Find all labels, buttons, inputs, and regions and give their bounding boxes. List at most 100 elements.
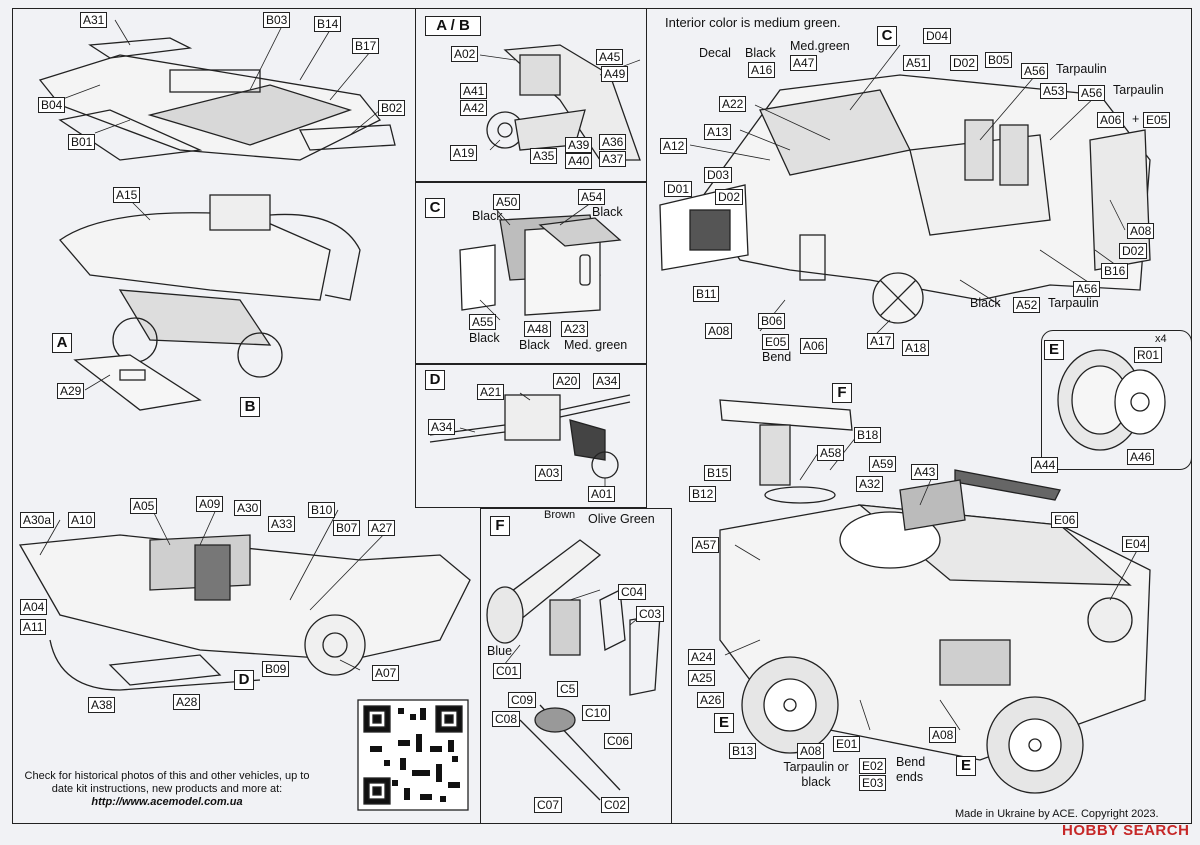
panel-ab-header: A / B	[425, 16, 481, 36]
callout-a45: A45	[596, 49, 624, 65]
callout-e01: E01	[833, 736, 861, 752]
callout-b16: B16	[1101, 263, 1129, 279]
callout-d04: D04	[923, 28, 952, 44]
callout-a43: A43	[911, 464, 939, 480]
callout-b10: B10	[308, 502, 336, 518]
callout-a09: A09	[196, 496, 224, 512]
callout-a12: A12	[660, 138, 688, 154]
callout-c09: C09	[508, 692, 537, 708]
callout-a51: A51	[903, 55, 931, 71]
callout-a47: A47	[790, 55, 818, 71]
callout-a41: A41	[460, 83, 488, 99]
callout-a23: A23	[561, 321, 589, 337]
callout-a33: A33	[268, 516, 296, 532]
callout-a59: A59	[869, 456, 897, 472]
subassembly-d-marker: D	[234, 670, 254, 690]
callout-c03: C03	[636, 606, 665, 622]
callout-a35: A35	[530, 148, 558, 164]
callout-b01: B01	[68, 134, 96, 150]
callout-b02: B02	[378, 100, 406, 116]
subassembly-a-marker: A	[52, 333, 72, 353]
callout-a28: A28	[173, 694, 201, 710]
panel-d-border	[415, 364, 647, 508]
callout-a05: A05	[130, 498, 158, 514]
callout-a18: A18	[902, 340, 930, 356]
callout-a20: A20	[553, 373, 581, 389]
callout-a34b: A34	[428, 419, 456, 435]
panel-c-seats-border	[415, 182, 647, 364]
callout-e04: E04	[1122, 536, 1150, 552]
callout-a50: A50	[493, 194, 521, 210]
callout-a56c: A56	[1073, 281, 1101, 297]
callout-a21: A21	[477, 384, 505, 400]
callout-a48: A48	[524, 321, 552, 337]
callout-a17: A17	[867, 333, 895, 349]
callout-a16: A16	[748, 62, 776, 78]
callout-r01: R01	[1134, 347, 1163, 363]
callout-e02: E02	[859, 758, 887, 774]
color-black-a48: Black	[519, 338, 550, 352]
callout-a27: A27	[368, 520, 396, 536]
color-black-a54: Black	[592, 205, 623, 219]
callout-a37: A37	[599, 151, 627, 167]
callout-d02b: D02	[715, 189, 744, 205]
callout-a46: A46	[1127, 449, 1155, 465]
callout-a25: A25	[688, 670, 716, 686]
callout-a32: A32	[856, 476, 884, 492]
callout-a30a: A30a	[20, 512, 55, 528]
note-bend-ends: Bend ends	[896, 755, 926, 784]
callout-a22: A22	[719, 96, 747, 112]
callout-a31: A31	[80, 12, 108, 28]
callout-b14: B14	[314, 16, 342, 32]
color-decal: Decal	[699, 46, 731, 60]
callout-a53: A53	[1040, 83, 1068, 99]
callout-a30: A30	[234, 500, 262, 516]
callout-d02c: D02	[1119, 243, 1148, 259]
callout-d02a: D02	[950, 55, 979, 71]
color-black-a16: Black	[745, 46, 776, 60]
callout-a38: A38	[88, 697, 116, 713]
footer-check-note: Check for historical photos of this and …	[22, 770, 312, 809]
callout-c08: C08	[492, 711, 521, 727]
callout-a07: A07	[372, 665, 400, 681]
color-olive-green: Olive Green	[588, 512, 655, 526]
callout-a11: A11	[20, 619, 47, 635]
callout-b13: B13	[729, 743, 757, 759]
subassembly-e-marker-2: E	[956, 756, 976, 776]
panel-c-seats-header: C	[425, 198, 445, 218]
callout-b12: B12	[689, 486, 717, 502]
callout-a54: A54	[578, 189, 606, 205]
callout-a36: A36	[599, 134, 627, 150]
callout-b18: B18	[854, 427, 882, 443]
color-tarpaulin-or-black: Tarpaulin or black	[783, 760, 849, 789]
color-tarpaulin-a56b: Tarpaulin	[1113, 83, 1164, 97]
panel-e-wheel-header: E	[1044, 340, 1064, 360]
color-med-green-a23: Med. green	[564, 338, 628, 352]
callout-b07: B07	[333, 520, 361, 536]
callout-a08c: A08	[797, 743, 825, 759]
callout-b05: B05	[985, 52, 1013, 68]
callout-a02: A02	[451, 46, 479, 62]
callout-a40: A40	[565, 153, 593, 169]
callout-b11: B11	[693, 286, 720, 302]
panel-f-missile-border	[480, 508, 672, 824]
callout-a42: A42	[460, 100, 488, 116]
color-brown: Brown	[544, 509, 576, 521]
callout-a57: A57	[692, 537, 720, 553]
color-black-a50: Black	[472, 209, 503, 223]
note-bend-e05: Bend	[762, 350, 792, 364]
panel-e-wheel-border	[1041, 330, 1192, 470]
callout-a26: A26	[697, 692, 725, 708]
callout-a03: A03	[535, 465, 563, 481]
callout-a56b: A56	[1078, 85, 1106, 101]
panel-f-missile-header: F	[490, 516, 510, 536]
interior-color-note: Interior color is medium green.	[665, 15, 841, 30]
callout-c04: C04	[618, 584, 647, 600]
callout-a19: A19	[450, 145, 478, 161]
callout-a29: A29	[57, 383, 85, 399]
footer-url-link[interactable]: http://www.acemodel.com.ua	[91, 796, 243, 808]
callout-b06: B06	[758, 313, 786, 329]
quantity-x4: x4	[1155, 333, 1167, 345]
callout-c5: C5	[557, 681, 579, 697]
